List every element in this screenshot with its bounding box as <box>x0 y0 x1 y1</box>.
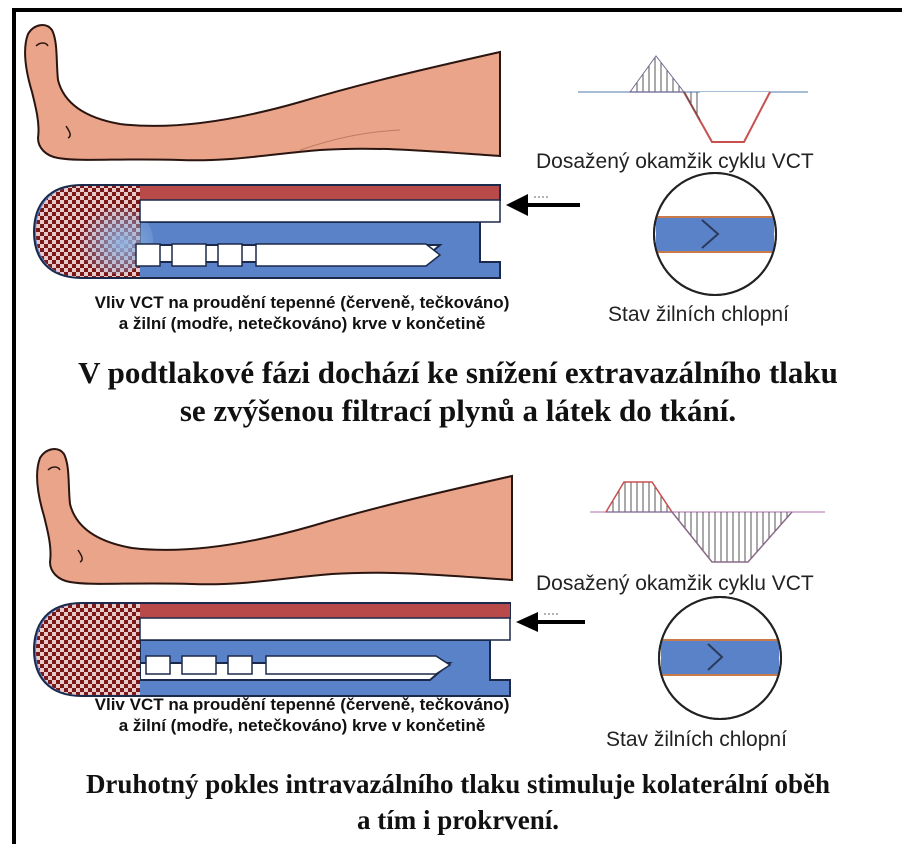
vein-segment <box>136 244 160 266</box>
valve-caption-1: Stav žilních chlopní <box>608 303 789 327</box>
flow-caption-2-line1: Vliv VCT na proudění tepenné (červeně, t… <box>16 694 588 715</box>
artery-channel <box>84 186 500 200</box>
valve-diagram-2 <box>659 597 781 719</box>
vein-segment <box>182 656 216 674</box>
graph-caption-2: Dosažený okamžik cyklu VCT <box>536 572 814 596</box>
valve-caption-2: Stav žilních chlopní <box>606 728 787 752</box>
headline-2: Druhotný pokles intravazálního tlaku sti… <box>14 766 902 838</box>
vein-segment <box>218 244 242 266</box>
flow-caption-2: Vliv VCT na proudění tepenné (červeně, t… <box>16 694 588 736</box>
pressure-arrow-1 <box>506 194 580 216</box>
leg-illustration-2 <box>37 449 512 584</box>
vein-segment <box>266 656 450 674</box>
pressure-arrow-2 <box>516 612 585 632</box>
vessel-schema-2 <box>34 603 510 696</box>
headline-2-line2: a tím i prokrvení. <box>14 802 902 838</box>
leg-illustration-1 <box>25 25 500 160</box>
artery-channel <box>84 604 510 618</box>
vein-segment <box>146 656 170 674</box>
flow-caption-2-line2: a žilní (modře, netečkováno) krve v konč… <box>16 715 588 736</box>
vein-segment <box>172 244 206 266</box>
flow-caption-1-line2: a žilní (modře, netečkováno) krve v konč… <box>16 313 588 334</box>
vein-segment <box>256 244 440 266</box>
dotted-arterial-region <box>36 604 140 695</box>
cycle-graph-1 <box>578 56 808 144</box>
vein-segment <box>228 656 252 674</box>
headline-2-line1: Druhotný pokles intravazálního tlaku sti… <box>14 766 902 802</box>
vessel-schema-1 <box>34 185 500 278</box>
headline-1-line2: se zvýšenou filtrací plynů a látek do tk… <box>14 392 902 430</box>
graph-caption-1: Dosažený okamžik cyklu VCT <box>536 150 814 174</box>
flow-caption-1: Vliv VCT na proudění tepenné (červeně, t… <box>16 292 588 334</box>
cycle-graph-2 <box>590 482 825 562</box>
flow-caption-1-line1: Vliv VCT na proudění tepenné (červeně, t… <box>16 292 588 313</box>
headline-1-line1: V podtlakové fázi dochází ke snížení ext… <box>14 354 902 392</box>
headline-1: V podtlakové fázi dochází ke snížení ext… <box>14 354 902 430</box>
valve-diagram-1 <box>654 173 776 295</box>
